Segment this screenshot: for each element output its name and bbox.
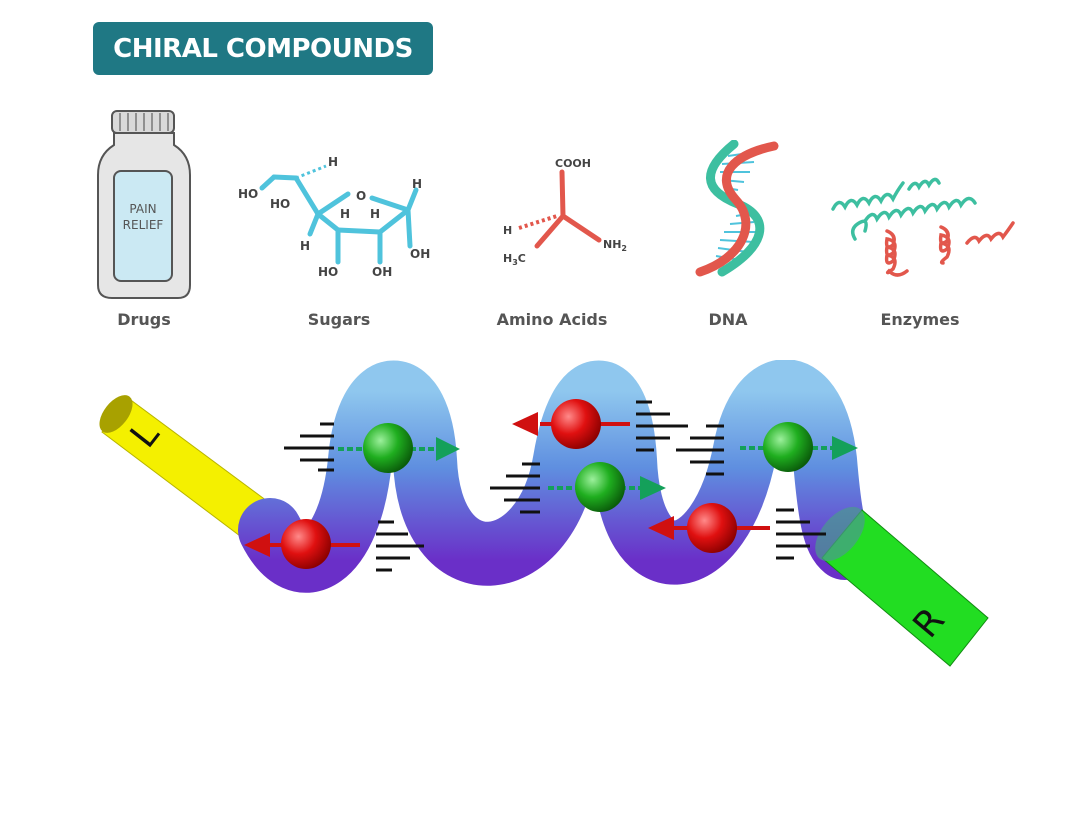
sugar-atom-ho1: HO — [238, 187, 258, 201]
sugar-atom-oh1: OH — [372, 265, 392, 279]
caption-amino-acids: Amino Acids — [496, 310, 608, 329]
amino-atom-ch3-h: H — [503, 252, 512, 265]
spin-lines — [284, 400, 826, 572]
right-cylinder: R — [815, 506, 989, 667]
electron-green — [363, 423, 413, 473]
caption-sugars: Sugars — [307, 310, 371, 329]
sugar-atom-h1: H — [340, 207, 350, 221]
dna-helix-icon — [692, 139, 782, 280]
caption-enzymes: Enzymes — [880, 310, 960, 329]
pill-bottle-icon: PAIN RELIEF — [90, 105, 200, 305]
electron-red — [281, 519, 331, 569]
amino-atom-cooh: COOH — [555, 157, 591, 170]
electron-green — [575, 462, 625, 512]
page-title: CHIRAL COMPOUNDS — [113, 33, 413, 64]
amino-atom-nh: NH — [603, 238, 621, 251]
electron-red — [551, 399, 601, 449]
sugar-atom-o: O — [356, 189, 366, 203]
svg-text:NH2: NH2 — [603, 238, 627, 253]
left-cylinder: L — [99, 395, 291, 549]
caption-drugs: Drugs — [117, 310, 171, 329]
amino-atom-h: H — [503, 224, 512, 237]
amino-atom-ch3-sub: 3 — [512, 258, 518, 267]
bottle-label-line1: PAIN — [129, 202, 156, 216]
sugar-atom-oh2: OH — [410, 247, 430, 261]
enzyme-coils-icon — [825, 145, 1015, 280]
amino-atom-ch3-c: C — [518, 252, 526, 265]
caption-dna: DNA — [708, 310, 748, 329]
title-badge: CHIRAL COMPOUNDS — [93, 22, 433, 75]
electron-red — [687, 503, 737, 553]
sugar-atom-h-top: H — [328, 155, 338, 169]
bottle-label-line2: RELIEF — [123, 218, 164, 232]
sugar-atom-ho2: HO — [270, 197, 290, 211]
svg-text:H3C: H3C — [503, 252, 526, 267]
sugar-atom-ho3: HO — [318, 265, 338, 279]
amino-atom-nh-sub: 2 — [621, 244, 627, 253]
electron-green — [763, 422, 813, 472]
sugar-molecule-icon: HO HO H O H H H H HO OH OH — [230, 150, 440, 285]
sugar-atom-h3: H — [300, 239, 310, 253]
sugar-atom-h2: H — [370, 207, 380, 221]
amino-acid-icon: COOH H H3C NH2 — [495, 150, 645, 270]
sugar-atom-h-right: H — [412, 177, 422, 191]
chiral-helix-diagram: L R — [0, 359, 1080, 680]
